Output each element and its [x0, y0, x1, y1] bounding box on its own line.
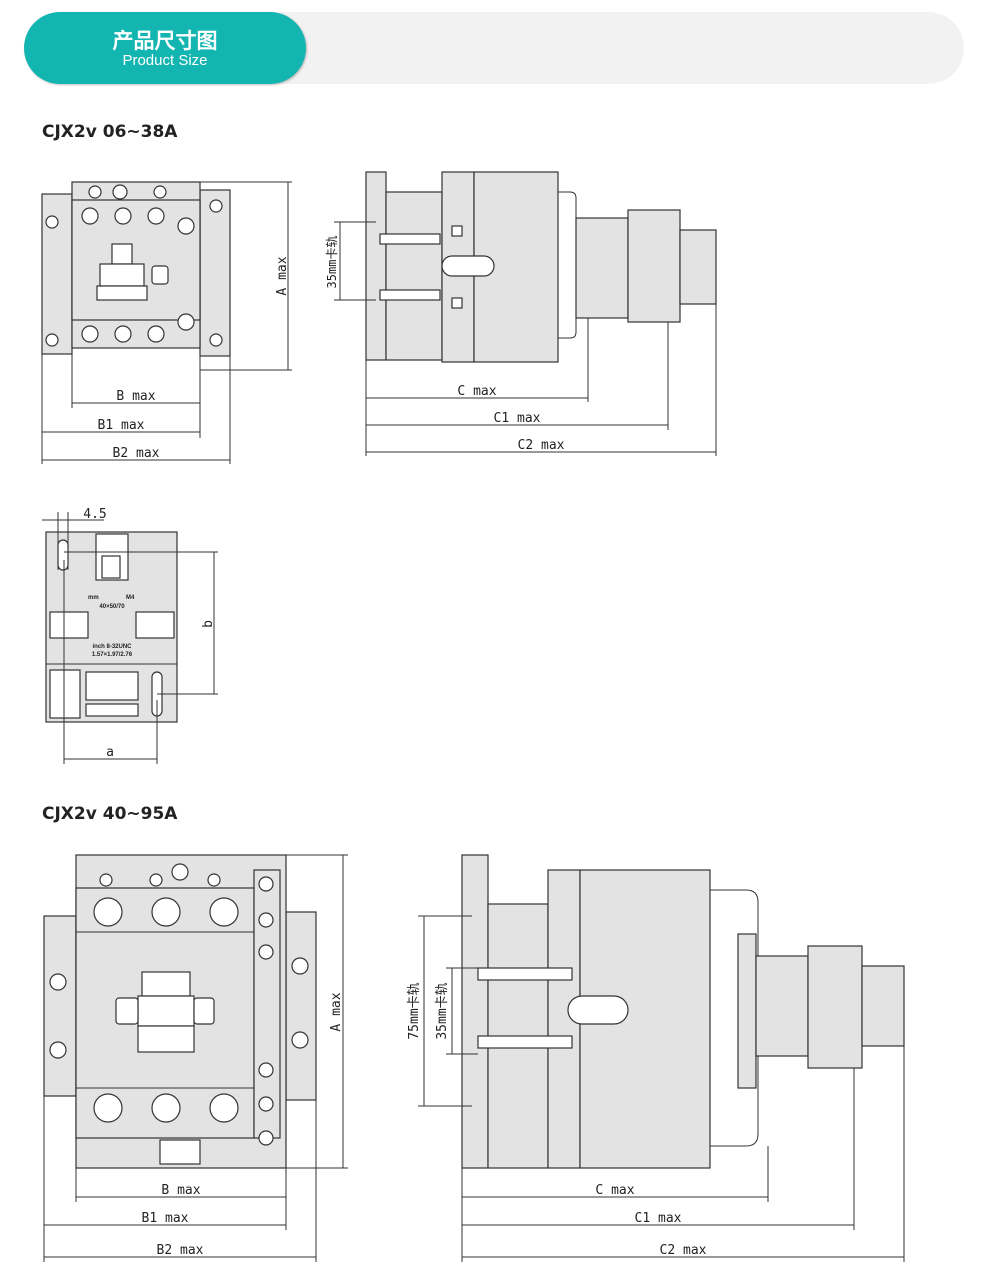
inch-label: inch 8-32UNC [92, 644, 132, 650]
dim-c2-max: C2 max [518, 438, 565, 453]
small-front-drawing: A max B max B1 max B2 max [41, 181, 292, 464]
dim-b: b [201, 620, 216, 628]
dim-c1-max-large: C1 max [635, 1211, 682, 1226]
dim-b-max-large: B max [161, 1183, 200, 1198]
dim-c-max-large: C max [595, 1183, 634, 1198]
dim-a: a [106, 745, 114, 760]
mounting-drawing: mm M4 40×50/70 inch 8-32UNC 1.57×1.97/2.… [42, 507, 218, 764]
mm-label: mm [88, 595, 99, 601]
dim-c2-max-large: C2 max [660, 1243, 707, 1258]
dim-c-max: C max [457, 384, 496, 399]
dim-b1-max: B1 max [98, 418, 145, 433]
dim-a-max: A max [275, 256, 290, 295]
dim-b2-max-large: B2 max [157, 1243, 204, 1258]
dim-75mm-rail: 75mm卡轨 [407, 982, 422, 1039]
large-front-drawing: A max B max B1 max B2 max [43, 854, 348, 1262]
dim-35mm-rail: 35mm卡轨 [325, 236, 339, 289]
dim-b2-max: B2 max [113, 446, 160, 461]
mm-dims: 40×50/70 [99, 604, 125, 610]
section-header-pill: 产品尺寸图 Product Size [24, 12, 306, 84]
large-side-drawing: 75mm卡轨 35mm卡轨 C max C1 max C2 max [407, 854, 905, 1262]
m4-label: M4 [126, 595, 135, 601]
section-title-large: CJX2v 40~95A [42, 804, 178, 824]
section-title-small: CJX2v 06~38A [42, 122, 178, 142]
dim-b1-max-large: B1 max [142, 1211, 189, 1226]
header-title-cn: 产品尺寸图 [112, 29, 218, 53]
dim-35mm-rail-large: 35mm卡轨 [435, 982, 450, 1039]
dim-4-5: 4.5 [83, 507, 106, 522]
dim-b-max: B max [116, 389, 155, 404]
header-title-en: Product Size [122, 52, 208, 69]
small-side-drawing: 35mm卡轨 C max C1 max C2 max [325, 171, 717, 456]
dim-a-max-large: A max [329, 992, 344, 1031]
inch-dims: 1.57×1.97/2.76 [92, 652, 133, 658]
dim-c1-max: C1 max [494, 411, 541, 426]
